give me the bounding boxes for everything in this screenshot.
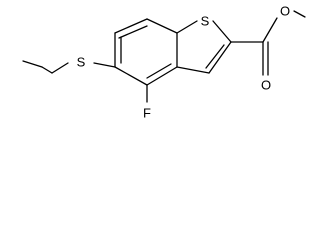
atom-label-sulfur-methylthio: S xyxy=(77,54,86,69)
bond xyxy=(176,66,210,74)
atom-label-sulfur-ring: S xyxy=(201,13,210,28)
bond-lines xyxy=(22,10,306,103)
atom-label-oxygen-ester: O xyxy=(280,3,290,18)
atom-labels: S F S O O xyxy=(77,3,290,120)
bond xyxy=(114,66,148,86)
bond xyxy=(22,60,43,68)
chemical-structure-diagram: S F S O O xyxy=(22,3,306,120)
bond xyxy=(176,20,198,34)
bond xyxy=(146,66,178,86)
bond xyxy=(208,41,232,74)
bond xyxy=(118,25,148,39)
bond xyxy=(51,62,69,74)
bond xyxy=(93,62,116,68)
bond xyxy=(146,18,178,34)
bond xyxy=(205,44,225,69)
bond xyxy=(114,18,148,34)
bond xyxy=(262,17,278,43)
atom-label-oxygen-carbonyl: O xyxy=(261,77,271,92)
bond xyxy=(212,20,232,43)
bond xyxy=(293,10,306,18)
bond xyxy=(41,66,53,74)
atom-label-fluorine: F xyxy=(143,105,151,120)
bond xyxy=(146,63,172,79)
